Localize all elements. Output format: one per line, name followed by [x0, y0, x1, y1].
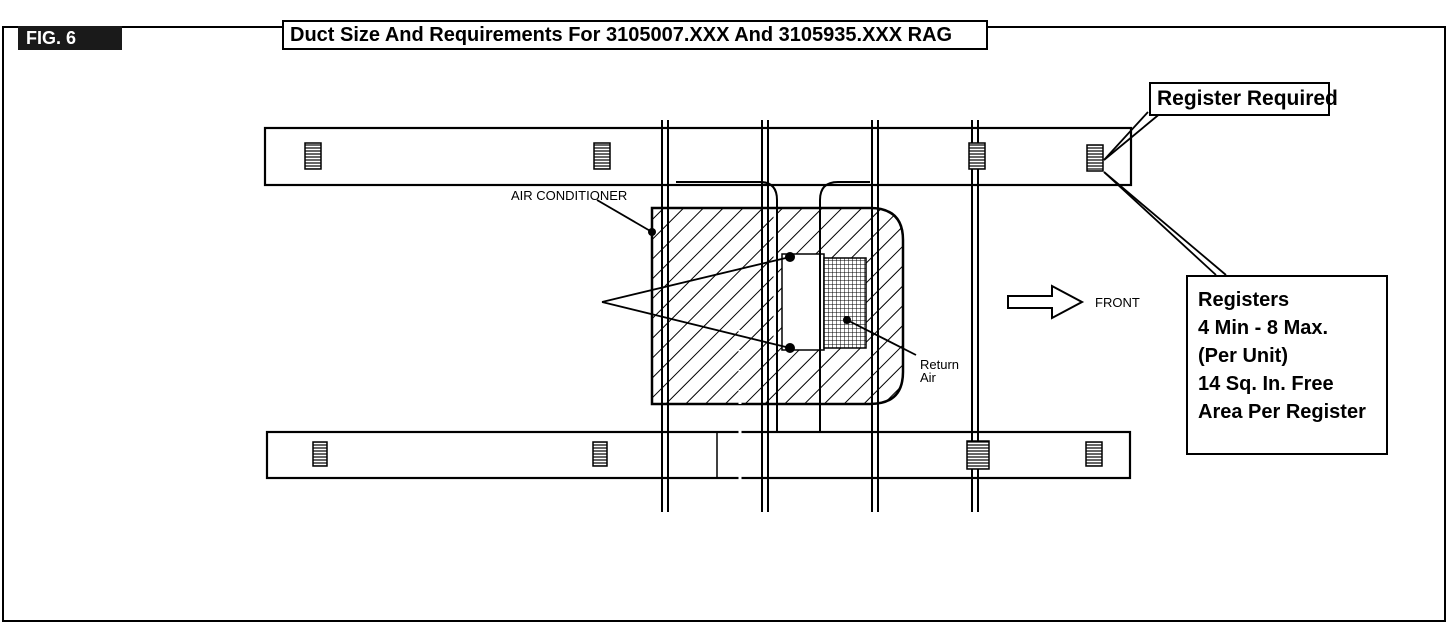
return-opening: [781, 253, 825, 351]
figure-title: Duct Size And Requirements For 3105007.X…: [282, 20, 988, 50]
register-required-callout: Register Required: [1149, 82, 1338, 116]
return-air-label-line2: Air: [920, 370, 937, 385]
top-duct: [263, 126, 1133, 187]
registers-callout-line: (Per Unit): [1198, 345, 1288, 367]
front-arrow-icon: [1007, 284, 1085, 320]
air-conditioner-label: AIR CONDITIONER: [511, 188, 627, 203]
registers-callout: Registers 4 Min - 8 Max. (Per Unit) 14 S…: [1186, 275, 1388, 455]
return-air-grille: [823, 257, 867, 349]
registers-callout-line: 14 Sq. In. Free: [1198, 373, 1334, 395]
registers-top: [304, 142, 1104, 172]
front-label: FRONT: [1095, 295, 1140, 310]
bottom-duct: [265, 430, 1132, 480]
registers-bottom: [312, 440, 1103, 470]
figure-label: FIG. 6: [18, 26, 122, 50]
registers-callout-line: Registers: [1198, 289, 1290, 311]
return-air-label-line1: Return: [920, 357, 959, 372]
registers-callout-line: Area Per Register: [1198, 401, 1366, 423]
registers-callout-line: 4 Min - 8 Max.: [1198, 317, 1329, 339]
